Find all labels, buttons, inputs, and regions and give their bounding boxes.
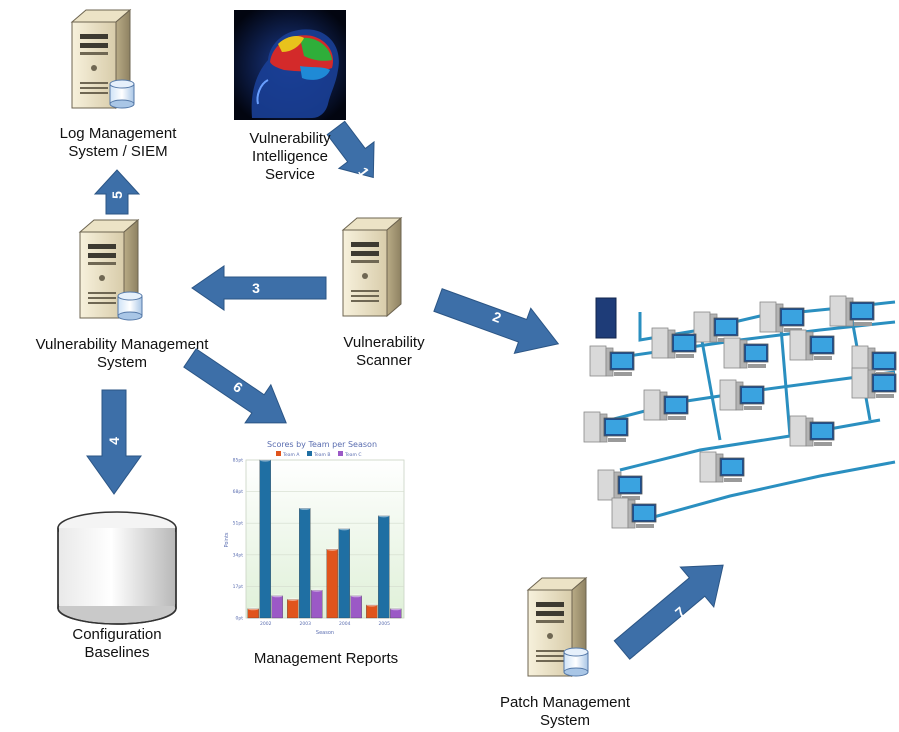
chart-bar: [247, 608, 259, 619]
management-report-chart: Scores by Team per Season Team A Team B …: [224, 440, 405, 636]
chart-bar: [378, 515, 390, 619]
chart-y-tick-label: 51pt: [233, 521, 244, 527]
chart-bar-cap: [326, 547, 338, 551]
arrow-3: 3: [191, 265, 327, 311]
log-management-server-icon: [71, 9, 135, 109]
chart-title: Scores by Team per Season: [267, 440, 377, 449]
chart-bar: [338, 528, 350, 619]
arrow-5: 5: [93, 169, 141, 215]
chart-bar-cap: [350, 594, 362, 598]
legend-swatch-team-c: [338, 451, 343, 456]
chart-bar: [326, 549, 338, 619]
chart-bar-cap: [366, 603, 378, 607]
chart-bar: [350, 595, 362, 619]
arrow-6: 6: [183, 348, 287, 424]
chart-y-ticks: 0pt 17pt 34pt 51pt 68pt 85pt: [233, 458, 244, 622]
chart-y-tick-label: 68pt: [233, 489, 244, 495]
arrow-7: 7: [613, 564, 724, 660]
chart-bar: [287, 599, 299, 619]
chart-bar-cap: [271, 594, 283, 598]
legend-team-b: Team B: [313, 452, 330, 458]
config-baselines-label: Configuration Baselines: [72, 626, 162, 661]
chart-bar-cap: [259, 458, 271, 462]
arrow-3-label: 3: [252, 280, 260, 296]
chart-bar-cap: [390, 607, 402, 611]
chart-y-tick-label: 0pt: [236, 616, 244, 622]
arrow-4: 4: [86, 389, 142, 495]
arrow-5-label: 5: [109, 191, 125, 199]
chart-bar: [259, 459, 271, 619]
chart-y-tick-label: 17pt: [233, 584, 244, 590]
chart-bar-cap: [299, 506, 311, 510]
chart-legend: Team A Team B Team C: [276, 451, 361, 458]
vuln-management-server-icon: [79, 219, 143, 321]
chart-x-tick-label: 2002: [260, 621, 272, 627]
legend-swatch-team-a: [276, 451, 281, 456]
chart-plot-area: [245, 459, 405, 619]
brain-image-icon: [234, 10, 346, 120]
chart-bar-cap: [311, 588, 323, 592]
chart-bar: [311, 589, 323, 619]
mgmt-reports-label: Management Reports: [253, 650, 399, 667]
chart-bar-cap: [378, 514, 390, 518]
patch-management-label: Patch Management System: [499, 694, 631, 729]
chart-bar-cap: [247, 607, 259, 611]
arrow-4-label: 4: [106, 437, 122, 445]
legend-swatch-team-b: [307, 451, 312, 456]
chart-bar: [390, 608, 402, 619]
chart-y-axis-label: Points: [224, 532, 230, 547]
patch-management-server-icon: [527, 577, 589, 677]
network-computers-image: [578, 282, 898, 538]
chart-x-tick-label: 2003: [300, 621, 312, 627]
vuln-scanner-server-icon: [342, 217, 402, 317]
chart-y-tick-label: 34pt: [233, 552, 244, 558]
chart-bar: [299, 508, 311, 619]
chart-y-tick-label: 85pt: [233, 458, 244, 464]
arrow-1: 1: [326, 120, 375, 180]
configuration-baselines-database-icon: [57, 511, 177, 625]
vuln-intel-label: Vulnerability Intelligence Service: [249, 130, 331, 183]
vuln-scanner-label: Vulnerability Scanner: [343, 334, 425, 369]
chart-x-ticks: 2002 2003 2004 2005: [260, 621, 390, 627]
chart-bar: [366, 604, 378, 619]
chart-bar-cap: [287, 597, 299, 602]
arrow-2: 2: [433, 288, 560, 355]
vuln-management-label: Vulnerability Management System: [35, 336, 209, 371]
chart-x-axis-label: Season: [316, 630, 334, 636]
chart-x-tick-label: 2004: [339, 621, 351, 627]
legend-team-c: Team C: [344, 452, 361, 458]
chart-x-tick-label: 2005: [379, 621, 391, 627]
chart-bar-cap: [338, 527, 350, 531]
chart-bars: [247, 458, 402, 619]
legend-team-a: Team A: [282, 452, 300, 458]
chart-bar: [271, 595, 283, 619]
log-management-label: Log Management System / SIEM: [59, 125, 177, 160]
